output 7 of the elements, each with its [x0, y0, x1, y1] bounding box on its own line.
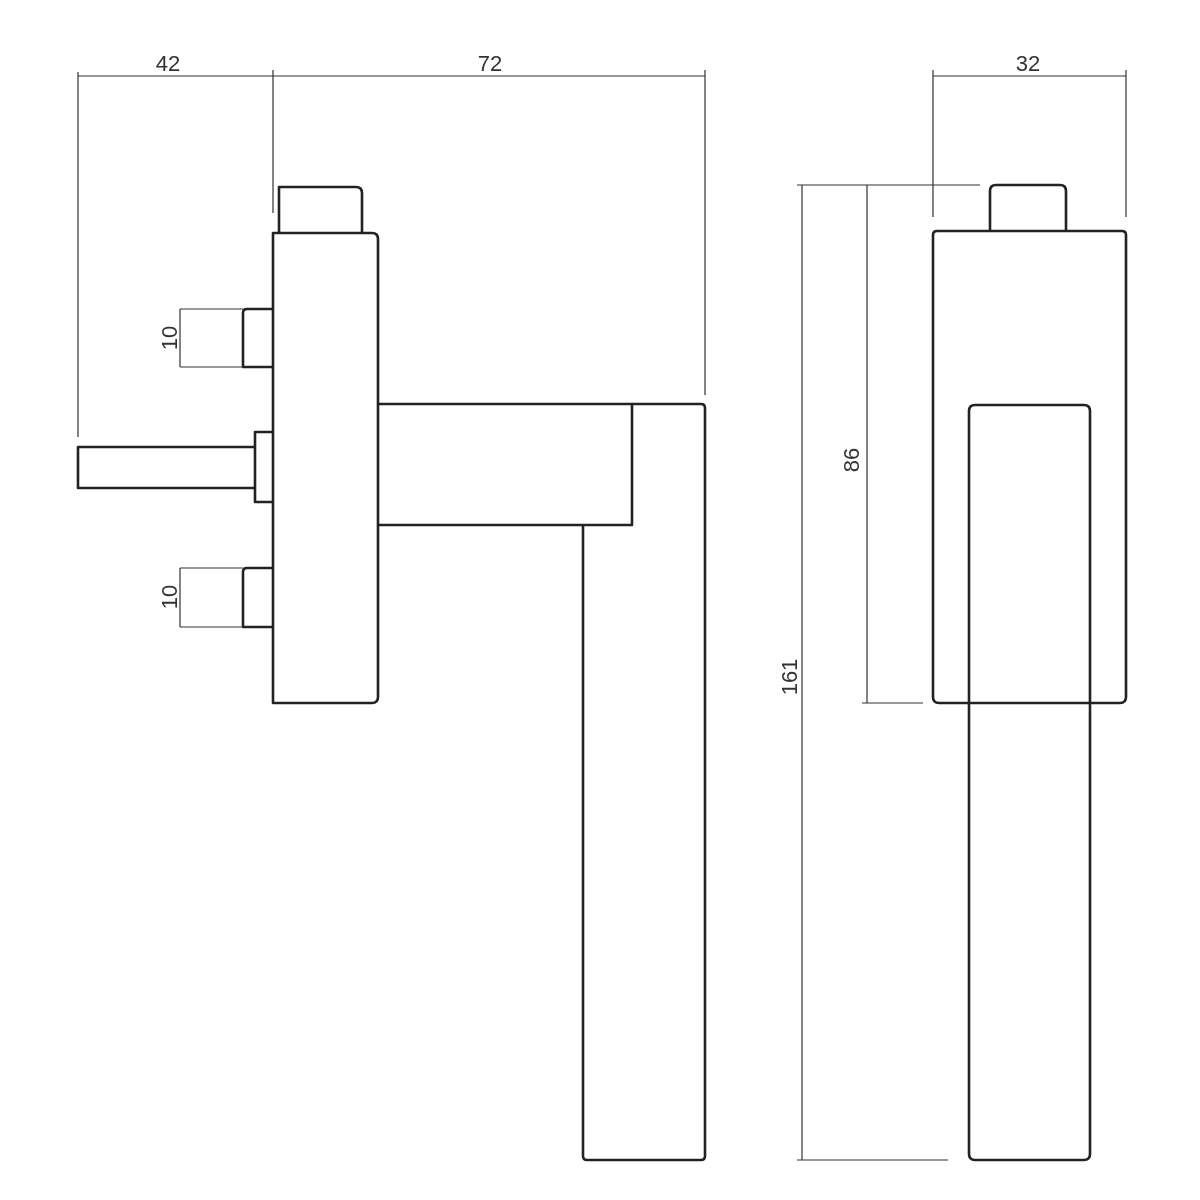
dimension-value: 10: [159, 584, 181, 610]
dimension-value: 86: [841, 447, 863, 473]
dimension-value: 161: [779, 658, 801, 696]
dimension-value: 42: [155, 53, 181, 75]
dimension-value: 32: [1015, 53, 1041, 75]
dimension-value: 10: [159, 325, 181, 351]
dimension-value: 72: [477, 53, 503, 75]
